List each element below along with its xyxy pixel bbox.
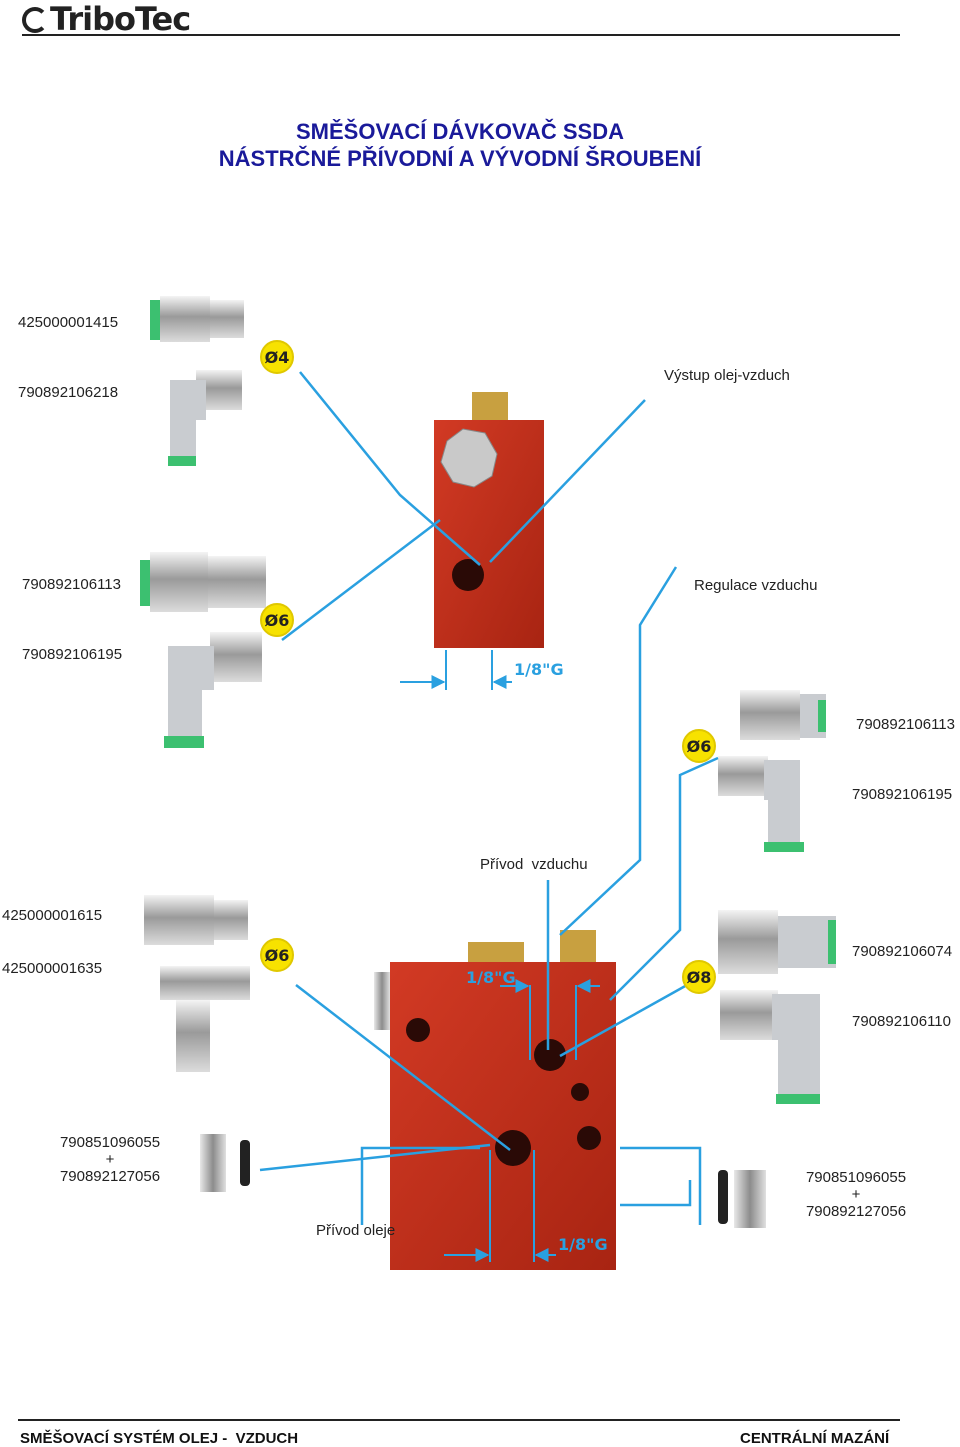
page-title-line-2: NÁSTRČNÉ PŘÍVODNÍ A VÝVODNÍ ŠROUBENÍ bbox=[218, 146, 702, 171]
footer-rule bbox=[18, 1419, 900, 1421]
part-number: 790892127056 bbox=[805, 1203, 907, 1220]
part-number: 425000001615 bbox=[2, 907, 103, 924]
fitting-790892106195-right bbox=[718, 756, 804, 852]
part-number: 790892106195 bbox=[852, 786, 953, 803]
fitting-425000001415 bbox=[150, 296, 244, 342]
part-number: 790892127056 bbox=[59, 1168, 161, 1185]
plug-left bbox=[200, 1134, 250, 1192]
header-rule bbox=[22, 34, 900, 36]
fitting-790892106110 bbox=[720, 990, 820, 1104]
label-air-inlet: Přívod vzduchu bbox=[480, 856, 588, 873]
fitting-790892106113-right bbox=[740, 690, 826, 740]
label-oil-inlet: Přívod oleje bbox=[316, 1222, 396, 1239]
lower-dispenser-block bbox=[374, 930, 616, 1270]
part-number-combo-left: 790851096055 + 790892127056 bbox=[56, 1134, 164, 1185]
diameter-badge-6: Ø6 bbox=[260, 603, 294, 637]
part-number: 425000001415 bbox=[18, 314, 119, 331]
footer-left: SMĚŠOVACÍ SYSTÉM OLEJ - VZDUCH bbox=[20, 1430, 299, 1447]
copyright-c-icon bbox=[22, 7, 48, 33]
thread-label: 1/8"G bbox=[558, 1235, 608, 1254]
thread-label: 1/8"G bbox=[514, 660, 564, 679]
part-number: 790851096055 bbox=[805, 1169, 907, 1186]
part-number: 790892106113 bbox=[22, 576, 121, 593]
part-number: 790851096055 bbox=[59, 1134, 161, 1151]
plug-right bbox=[718, 1170, 766, 1228]
fitting-425000001615 bbox=[144, 895, 248, 945]
diameter-badge-4: Ø4 bbox=[260, 340, 294, 374]
part-number-combo-right: 790851096055 + 790892127056 bbox=[802, 1169, 910, 1220]
fitting-790892106195-left bbox=[164, 632, 262, 748]
fitting-790892106074 bbox=[718, 910, 836, 974]
diameter-badge-8: Ø8 bbox=[682, 960, 716, 994]
thread-label: 1/8"G bbox=[466, 968, 516, 987]
footer-right: CENTRÁLNÍ MAZÁNÍ bbox=[740, 1430, 890, 1447]
diameter-badge-6: Ø6 bbox=[260, 938, 294, 972]
part-number: 790892106218 bbox=[18, 384, 119, 401]
page-title-line-1: SMĚŠOVACÍ DÁVKOVAČ SSDA bbox=[295, 119, 624, 144]
label-outlet: Výstup olej-vzduch bbox=[664, 367, 790, 384]
part-number: 425000001635 bbox=[2, 960, 103, 977]
fitting-790892106113-left bbox=[140, 552, 266, 612]
part-number: 790892106110 bbox=[852, 1013, 951, 1030]
part-number: 790892106195 bbox=[22, 646, 123, 663]
tribotec-logo: TriboTec bbox=[22, 0, 191, 38]
label-air-regulation: Regulace vzduchu bbox=[694, 577, 818, 594]
fitting-425000001635 bbox=[160, 966, 250, 1072]
leader-lines bbox=[259, 371, 719, 1225]
part-number: 790892106113 bbox=[856, 716, 955, 733]
part-number: 790892106074 bbox=[852, 943, 953, 960]
fitting-790892106218 bbox=[168, 370, 242, 466]
plus-sign: + bbox=[105, 1151, 115, 1168]
upper-dispenser-block bbox=[434, 392, 544, 648]
diameter-badge-6: Ø6 bbox=[682, 729, 716, 763]
plus-sign: + bbox=[851, 1186, 861, 1203]
